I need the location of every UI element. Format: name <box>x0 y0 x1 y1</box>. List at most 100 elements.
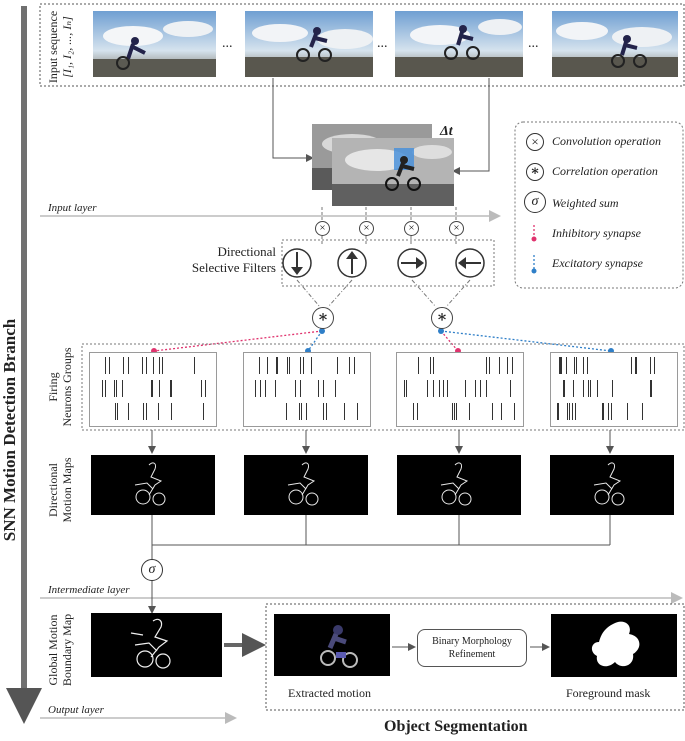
spike-tick <box>276 357 278 374</box>
spike-tick <box>145 403 147 420</box>
branch-title: SNN Motion Detection Branch <box>0 318 19 542</box>
correlation-symbol-1: ∗ <box>312 307 334 329</box>
spike-tick <box>300 380 302 397</box>
spike-tick <box>267 357 269 374</box>
spike-tick <box>300 403 302 420</box>
spike-tick <box>559 357 561 374</box>
spike-tick <box>260 380 262 397</box>
spike-tick <box>122 380 124 397</box>
global-motion-map <box>91 613 222 677</box>
spike-tick <box>485 380 487 397</box>
spike-tick <box>479 380 481 397</box>
spike-tick <box>433 357 435 374</box>
spike-tick <box>590 380 592 397</box>
spike-tick <box>353 357 355 374</box>
raster-group-3 <box>396 352 524 427</box>
ellipsis-3: ... <box>528 36 539 51</box>
spike-tick <box>650 380 651 397</box>
firing-label: Firing Neurons Groups <box>46 347 74 427</box>
spike-tick <box>405 380 407 397</box>
spike-tick <box>275 380 277 397</box>
motion-map-3 <box>397 455 521 515</box>
ellipsis-2: ... <box>377 36 388 51</box>
foreground-mask-image <box>551 614 677 677</box>
spike-tick <box>104 380 106 397</box>
spike-tick <box>654 357 656 374</box>
spike-tick <box>612 380 614 397</box>
spike-tick <box>326 403 328 420</box>
spike-tick <box>454 403 456 420</box>
motion-map-4 <box>550 455 674 515</box>
spike-tick <box>574 357 576 374</box>
spike-tick <box>203 403 204 420</box>
spike-tick <box>287 357 288 374</box>
motion-map-2 <box>244 455 368 515</box>
spike-tick <box>486 357 488 374</box>
spike-tick <box>513 403 515 420</box>
spike-tick <box>572 403 574 420</box>
spike-tick <box>611 380 613 397</box>
weighted-sum-symbol: σ <box>141 559 163 581</box>
spike-tick <box>432 380 434 397</box>
spike-tick <box>343 403 345 420</box>
input-frame-2 <box>245 11 373 77</box>
spike-tick <box>468 403 470 420</box>
spike-tick <box>305 403 307 420</box>
extracted-motion-label: Extracted motion <box>288 686 371 700</box>
firing-box <box>81 343 685 431</box>
input-frame-1 <box>93 11 216 77</box>
spike-tick <box>145 357 147 374</box>
stacked-frame-front <box>332 138 454 206</box>
spike-tick <box>641 403 643 420</box>
spike-tick <box>588 380 590 397</box>
conv-symbol-2: × <box>359 221 374 236</box>
conv-symbol-3: × <box>404 221 419 236</box>
spike-tick <box>204 380 206 397</box>
spike-tick <box>158 357 160 374</box>
spike-tick <box>349 357 350 374</box>
spike-tick <box>510 380 512 397</box>
spike-tick <box>113 380 115 397</box>
correlation-symbol-2: ∗ <box>431 307 453 329</box>
spike-tick <box>299 403 301 420</box>
delta-t-label: Δt <box>440 124 453 139</box>
raster-group-2 <box>243 352 371 427</box>
spike-tick <box>255 380 257 397</box>
legend-sigma-symbol: σ <box>524 191 546 213</box>
spike-tick <box>429 357 431 374</box>
spike-tick <box>322 403 324 420</box>
spike-tick <box>258 357 260 374</box>
spike-tick <box>151 380 153 397</box>
spike-tick <box>150 380 152 397</box>
spike-tick <box>603 403 605 420</box>
spike-tick <box>626 403 628 420</box>
input-frame-3 <box>395 11 523 77</box>
spike-tick <box>403 380 405 397</box>
legend-box <box>514 121 684 289</box>
global-map-label: Global Motion Boundary Map <box>46 613 74 687</box>
spike-tick <box>127 357 129 374</box>
spike-tick <box>427 380 429 397</box>
spike-tick <box>602 403 604 420</box>
spike-tick <box>123 357 125 374</box>
spike-tick <box>500 403 502 420</box>
spike-tick <box>566 403 568 420</box>
legend-convolution: Convolution operation <box>552 134 661 148</box>
spike-tick <box>142 357 143 374</box>
spike-tick <box>265 380 267 397</box>
spike-tick <box>169 380 171 397</box>
spike-tick <box>194 357 196 374</box>
legend-inhibitory: Inhibitory synapse <box>552 226 641 240</box>
spike-tick <box>499 357 501 374</box>
spike-tick <box>323 380 325 397</box>
spike-tick <box>162 357 163 374</box>
spike-tick <box>566 357 568 374</box>
spike-tick <box>631 357 632 374</box>
spike-tick <box>564 380 566 397</box>
filters-label: Directional Selective Filters <box>191 244 276 275</box>
spike-tick <box>452 403 454 420</box>
conv-symbol-1: × <box>315 221 330 236</box>
foreground-mask-label: Foreground mask <box>566 686 651 700</box>
ellipsis-1: ... <box>222 36 233 51</box>
motion-maps-label: Directional Motion Maps <box>46 457 74 523</box>
